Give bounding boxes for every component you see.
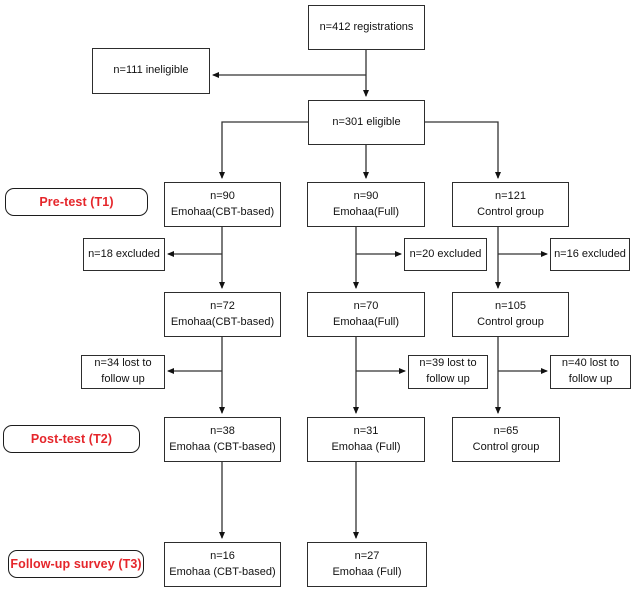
flow-box-ineligible: n=111 ineligible xyxy=(92,48,210,94)
flow-box-t1-control: n=121 Control group xyxy=(452,182,569,227)
flow-box-t2-full: n=31 Emohaa (Full) xyxy=(307,417,425,462)
flow-box-lost-control: n=40 lost to follow up xyxy=(550,355,631,389)
flow-box-t2-control: n=65 Control group xyxy=(452,417,560,462)
flow-box-lost-cbt: n=34 lost to follow up xyxy=(81,355,165,389)
flow-box-retained-cbt: n=72 Emohaa(CBT-based) xyxy=(164,292,281,337)
flow-box-t2-cbt: n=38 Emohaa (CBT-based) xyxy=(164,417,281,462)
edge-eligible-to-t1-cbt xyxy=(219,121,308,179)
flow-box-t3-cbt: n=16 Emohaa (CBT-based) xyxy=(164,542,281,587)
flow-box-registrations: n=412 registrations xyxy=(308,5,425,50)
edge-group xyxy=(167,49,548,539)
stage-label-post-test: Post-test (T2) xyxy=(3,425,140,453)
edge-eligible-to-t1-control xyxy=(425,121,501,179)
flow-box-t1-cbt: n=90 Emohaa(CBT-based) xyxy=(164,182,281,227)
flow-box-excluded-cbt: n=18 excluded xyxy=(83,238,165,271)
flow-box-retained-control: n=105 Control group xyxy=(452,292,569,337)
flow-box-eligible: n=301 eligible xyxy=(308,100,425,145)
flow-box-retained-full: n=70 Emohaa(Full) xyxy=(307,292,425,337)
flow-box-excluded-control: n=16 excluded xyxy=(550,238,630,271)
flow-box-t3-full: n=27 Emohaa (Full) xyxy=(307,542,427,587)
flow-box-t1-full: n=90 Emohaa(Full) xyxy=(307,182,425,227)
stage-label-pre-test: Pre-test (T1) xyxy=(5,188,148,216)
stage-label-follow-up-survey: Follow-up survey (T3) xyxy=(8,550,144,578)
flow-box-excluded-full: n=20 excluded xyxy=(404,238,487,271)
flow-box-lost-full: n=39 lost to follow up xyxy=(408,355,488,389)
